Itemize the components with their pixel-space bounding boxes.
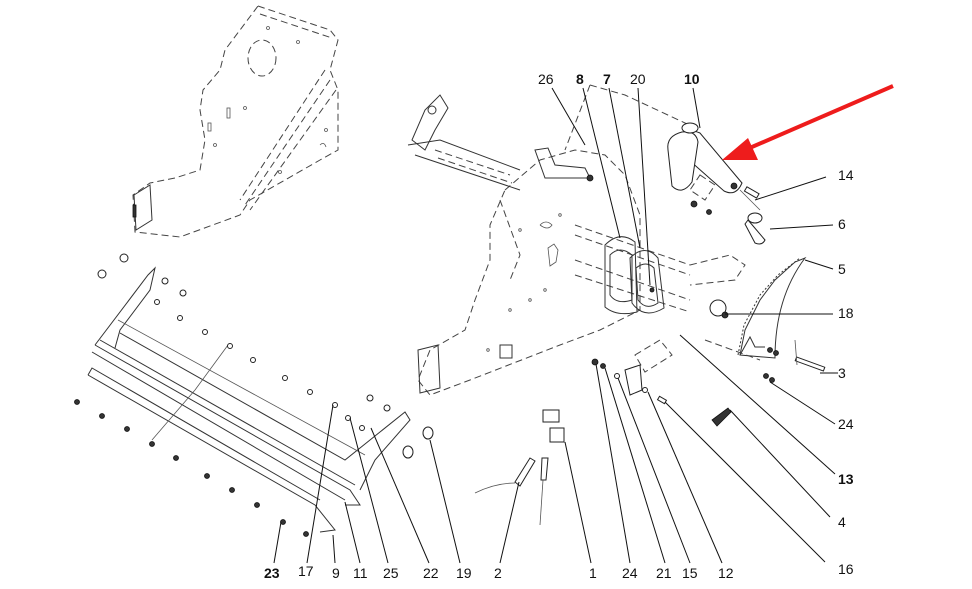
callout-6: 6 (838, 216, 846, 232)
callout-2: 2 (494, 565, 502, 581)
linear-actuator (667, 122, 766, 245)
callout-12: 12 (718, 565, 734, 581)
callout-24-right: 24 (838, 416, 854, 432)
callout-14: 14 (838, 167, 854, 183)
callout-8: 8 (576, 71, 584, 87)
callout-1: 1 (589, 565, 597, 581)
nut-row (74, 399, 309, 537)
upper-shaft-assembly (407, 94, 594, 191)
callout-18: 18 (838, 305, 854, 321)
callout-15: 15 (682, 565, 698, 581)
callout-4: 4 (838, 514, 846, 530)
main-frame-plate (417, 84, 701, 396)
callout-25: 25 (383, 565, 399, 581)
callout-5: 5 (838, 261, 846, 277)
callout-21: 21 (656, 565, 672, 581)
callout-17: 17 (298, 563, 314, 579)
tube-and-flanges (574, 224, 746, 315)
callout-16: 16 (838, 561, 854, 577)
callout-9: 9 (332, 565, 340, 581)
callout-labels: 26 8 7 20 10 14 6 5 18 3 24 13 4 16 12 1… (264, 71, 854, 581)
callout-13: 13 (838, 471, 854, 487)
leader-lines (273, 87, 838, 564)
callout-22: 22 (423, 565, 439, 581)
callout-24-bottom: 24 (622, 565, 638, 581)
sector-gear (704, 256, 826, 383)
callout-23: 23 (264, 565, 280, 581)
callout-3: 3 (838, 365, 846, 381)
upper-left-bracket (132, 5, 339, 238)
callout-19: 19 (456, 565, 472, 581)
callout-20: 20 (630, 71, 646, 87)
callout-11: 11 (353, 565, 368, 581)
deflector-assembly (74, 253, 434, 537)
callout-10: 10 (684, 71, 700, 87)
callout-26: 26 (538, 71, 554, 87)
callout-7: 7 (603, 71, 611, 87)
highlight-arrow (722, 84, 894, 160)
bolt-row (154, 299, 365, 431)
electrical-parts (474, 409, 565, 526)
lower-hardware (591, 339, 732, 427)
